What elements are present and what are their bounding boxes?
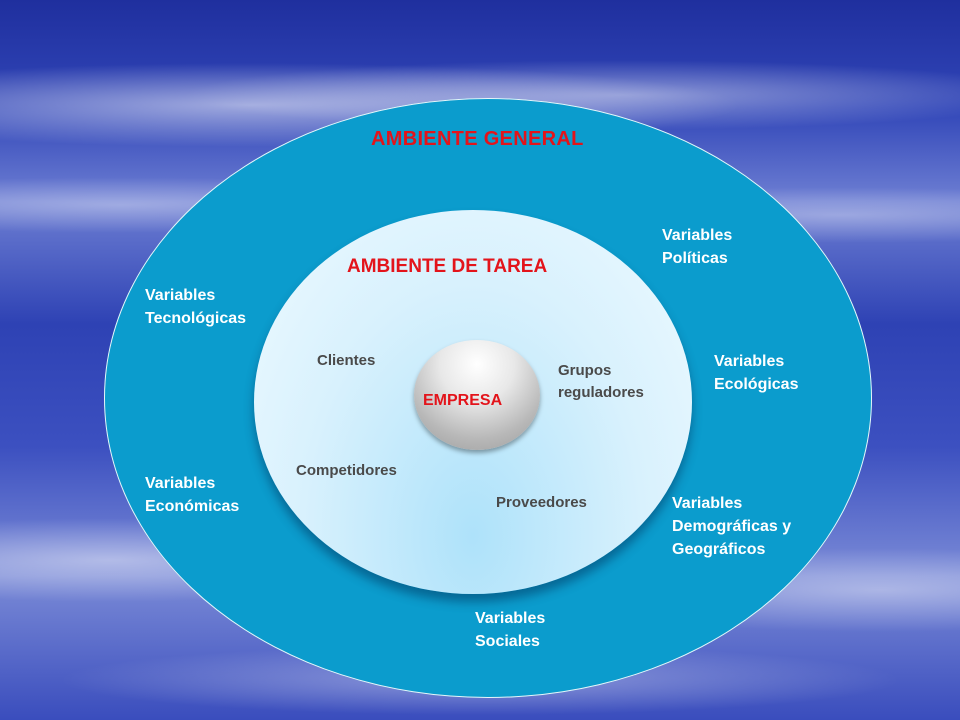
company-label: EMPRESA [423,392,503,409]
demographic-variables-label: Variables Demográficas y Geográficos [672,495,792,558]
social-variables-label: Variables Sociales [475,610,546,650]
political-variables-label: Variables Políticas [662,227,733,267]
technological-variables-label: Variables Tecnológicas [145,287,247,327]
economic-variables-label: Variables Económicas [145,475,240,515]
general-environment-title: AMBIENTE GENERAL [371,128,584,150]
clients-label: Clientes [317,352,376,369]
task-environment-title: AMBIENTE DE TAREA [347,256,548,277]
company-core-sphere [414,340,540,450]
competitors-label: Competidores [296,462,397,479]
ecological-variables-label: Variables Ecológicas [714,353,799,393]
suppliers-label: Proveedores [496,494,587,511]
regulatory-groups-label: Grupos reguladores [558,362,644,401]
